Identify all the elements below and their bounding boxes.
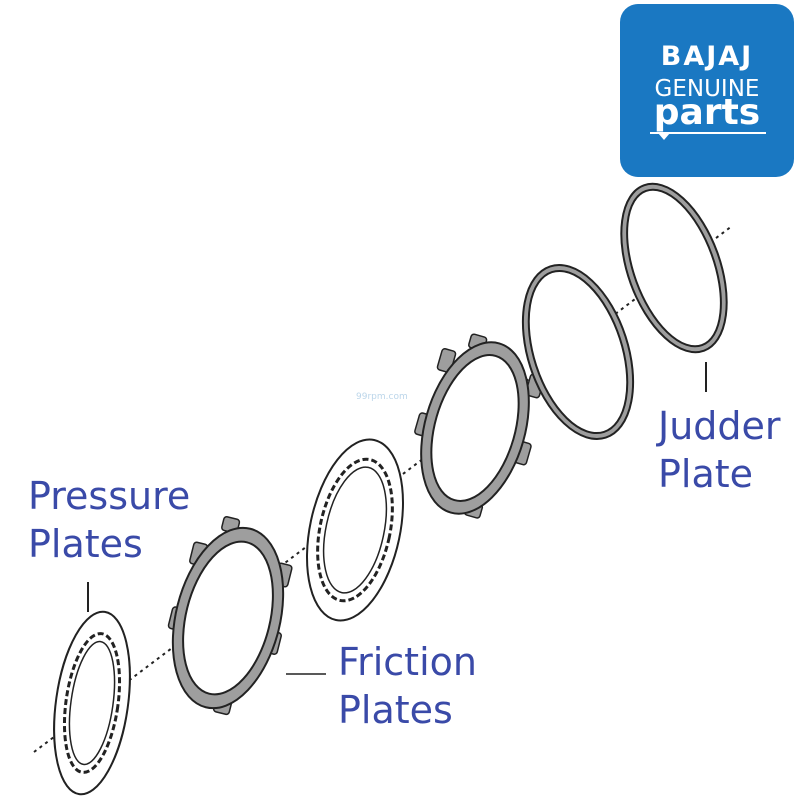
label-friction-plates: Friction Plates: [338, 638, 477, 734]
logo-genuine: GENUINE: [654, 76, 760, 102]
label-judder-line1: Judder: [658, 404, 781, 448]
judder-plate: [620, 182, 728, 354]
friction-plate-1: [167, 516, 293, 716]
logo-brand: BAJAJ: [660, 41, 754, 72]
label-judder-line2: Plate: [658, 452, 754, 496]
label-pressure-line2: Plates: [28, 522, 143, 566]
logo-underline: [650, 132, 766, 134]
logo-parts: parts: [653, 92, 761, 133]
pressure-plate-1: [53, 610, 131, 796]
logo-arrow-icon: [658, 133, 670, 140]
label-pressure-plates: Pressure Plates: [28, 472, 190, 568]
label-friction-line1: Friction: [338, 640, 477, 684]
plain-ring: [521, 264, 635, 440]
pressure-plate-2: [306, 438, 404, 622]
label-friction-line2: Plates: [338, 688, 453, 732]
bajaj-genuine-parts-logo: BAJAJ GENUINE parts: [620, 4, 794, 177]
label-judder-plate: Judder Plate: [658, 402, 781, 498]
watermark-text: 99rpm.com: [356, 392, 408, 402]
label-pressure-line1: Pressure: [28, 474, 191, 518]
